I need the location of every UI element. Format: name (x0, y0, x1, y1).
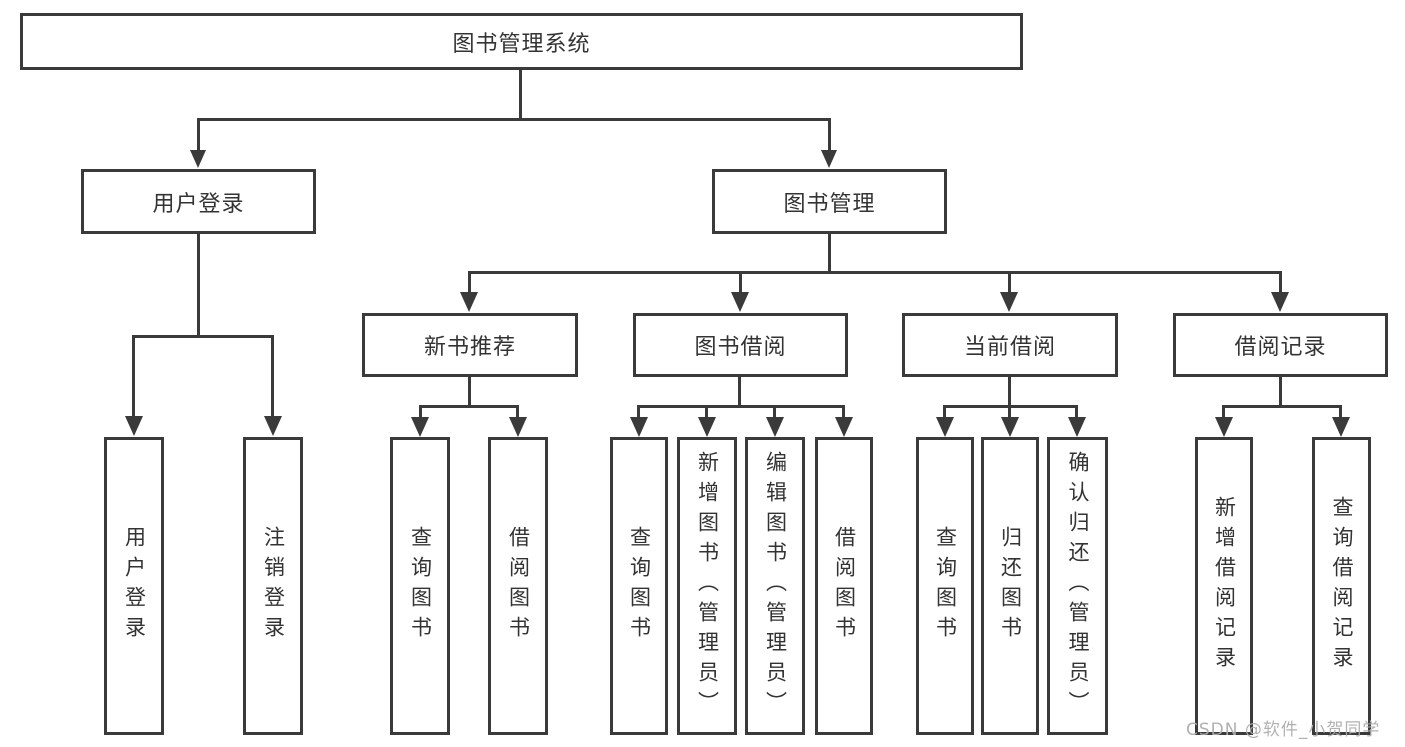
leaf-bb-add-books-admin-label: 新增图书（管理员） (695, 451, 720, 721)
edge-to-leaf-v (705, 407, 708, 419)
node-user-login: 用户登录 (81, 169, 316, 234)
leaf-bb-borrow-books-label: 借阅图书 (832, 526, 857, 646)
arrow-down-icon (411, 417, 429, 437)
edge-to-leaf-v (943, 407, 946, 419)
leaf-br-add-record: 新增借阅记录 (1195, 437, 1253, 735)
edge-to-leaf-v (1075, 407, 1078, 419)
leaf-bb-edit-books-admin: 编辑图书（管理员） (745, 437, 805, 735)
arrow-down-icon (190, 150, 206, 168)
node-book-management-system-label: 图书管理系统 (452, 31, 591, 57)
edge-to-book-mgmt-v (828, 120, 831, 152)
leaf-br-query-record-label: 查询借阅记录 (1330, 496, 1355, 676)
edge-to-branch-v (1008, 273, 1011, 295)
edge-to-branch-v (739, 273, 742, 295)
edge-new-book-rec-split-h (419, 405, 519, 408)
leaf-bb-add-books-admin: 新增图书（管理员） (677, 437, 737, 735)
arrow-down-icon (698, 417, 716, 437)
leaf-user-login: 用户登录 (104, 437, 164, 735)
leaf-nbr-borrow-books-label: 借阅图书 (506, 526, 531, 646)
leaf-cb-query-books: 查询图书 (916, 437, 974, 735)
arrow-down-icon (731, 292, 749, 312)
arrow-down-icon (835, 417, 853, 437)
node-book-mgmt-label: 图书管理 (783, 191, 876, 217)
arrow-down-icon (1001, 417, 1019, 437)
edge-to-leaf-v (516, 407, 519, 419)
leaf-cb-confirm-return-admin-label: 确认归还（管理员） (1066, 451, 1091, 721)
edge-to-leaf-v (132, 338, 135, 418)
edge-book-borrow-split-h (637, 405, 845, 408)
leaf-br-add-record-label: 新增借阅记录 (1212, 496, 1237, 676)
edge-user-login-trunk-v (197, 233, 200, 337)
arrow-down-icon (936, 417, 954, 437)
edge-to-leaf-v (1222, 407, 1225, 419)
node-borrow-records-label: 借阅记录 (1234, 335, 1327, 360)
leaf-cb-confirm-return-admin: 确认归还（管理员） (1047, 437, 1108, 735)
edge-book-borrow-trunk-v (738, 376, 741, 407)
node-book-borrow: 图书借阅 (633, 313, 848, 377)
edge-root-split-h (197, 118, 831, 121)
leaf-nbr-borrow-books: 借阅图书 (488, 437, 548, 735)
node-book-management-system: 图书管理系统 (20, 13, 1023, 70)
leaf-nbr-query-books: 查询图书 (390, 437, 450, 735)
leaf-bb-edit-books-admin-label: 编辑图书（管理员） (763, 451, 788, 721)
leaf-logout-label: 注销登录 (261, 526, 286, 646)
node-current-borrow-label: 当前借阅 (963, 335, 1056, 360)
arrow-down-icon (821, 150, 837, 168)
csdn-watermark: CSDN @软件_小贺同学 (1186, 720, 1381, 740)
leaf-cb-return-books: 归还图书 (981, 437, 1039, 735)
leaf-bb-query-books: 查询图书 (610, 437, 668, 735)
arrow-down-icon (766, 417, 784, 437)
node-user-login-label: 用户登录 (152, 191, 245, 217)
edge-to-leaf-v (637, 407, 640, 419)
arrow-down-icon (460, 292, 478, 312)
leaf-bb-query-books-label: 查询图书 (627, 526, 652, 646)
edge-to-leaf-v (842, 407, 845, 419)
node-new-book-rec-label: 新书推荐 (423, 335, 516, 360)
arrow-down-icon (264, 416, 282, 436)
arrow-down-icon (125, 416, 143, 436)
edge-new-book-rec-trunk-v (468, 376, 471, 407)
arrow-down-icon (630, 417, 648, 437)
arrow-down-icon (1215, 417, 1233, 437)
arrow-down-icon (1332, 417, 1350, 437)
edge-root-trunk-v (519, 69, 522, 121)
node-borrow-records: 借阅记录 (1173, 313, 1388, 377)
edge-to-leaf-v (773, 407, 776, 419)
node-current-borrow: 当前借阅 (902, 313, 1118, 377)
edge-to-user-login-v (197, 120, 200, 152)
arrow-down-icon (1068, 417, 1086, 437)
leaf-br-query-record: 查询借阅记录 (1312, 437, 1371, 735)
edge-current-borrow-split-h (943, 405, 1078, 408)
node-book-mgmt: 图书管理 (712, 169, 947, 234)
edge-book-mgmt-trunk-v (828, 233, 831, 274)
leaf-cb-return-books-label: 归还图书 (998, 526, 1023, 646)
node-book-borrow-label: 图书借阅 (694, 335, 787, 360)
edge-to-leaf-v (1339, 407, 1342, 419)
leaf-logout: 注销登录 (243, 437, 303, 735)
leaf-cb-query-books-label: 查询图书 (933, 526, 958, 646)
arrow-down-icon (1271, 292, 1289, 312)
edge-to-leaf-v (271, 338, 274, 418)
edge-to-leaf-v (1008, 407, 1011, 419)
edge-current-borrow-trunk-v (1008, 376, 1011, 407)
edge-to-branch-v (468, 273, 471, 295)
edge-to-branch-v (1279, 273, 1282, 295)
node-new-book-rec: 新书推荐 (362, 313, 578, 377)
leaf-user-login-label: 用户登录 (122, 526, 147, 646)
leaf-bb-borrow-books: 借阅图书 (815, 437, 873, 735)
edge-book-mgmt-split-h (468, 271, 1282, 274)
arrow-down-icon (509, 417, 527, 437)
edge-to-leaf-v (419, 407, 422, 419)
edge-user-login-split-h (132, 335, 274, 338)
edge-borrow-records-split-h (1222, 405, 1342, 408)
leaf-nbr-query-books-label: 查询图书 (408, 526, 433, 646)
arrow-down-icon (1000, 292, 1018, 312)
edge-borrow-records-trunk-v (1279, 376, 1282, 407)
